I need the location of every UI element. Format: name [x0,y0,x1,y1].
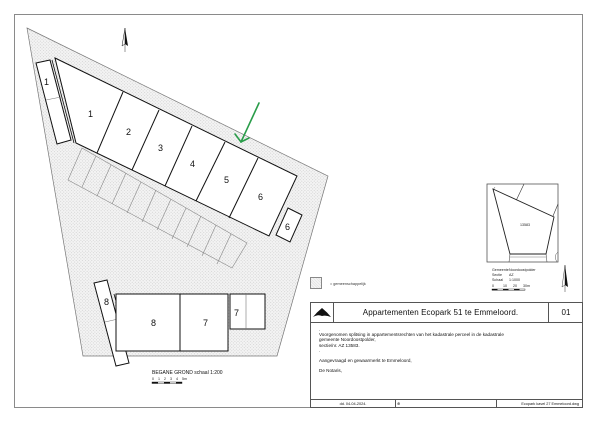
body-line-1: Voorgenomen splitsing in appartementsrec… [319,332,504,338]
legend-swatch [310,277,322,289]
svg-text:0: 0 [492,284,494,288]
drawing-title: Appartementen Ecopark 51 te Emmeloord. [362,308,519,317]
storage-7-label: 7 [234,308,239,318]
svg-text:10: 10 [503,284,507,288]
apartment-6-label: 6 [258,192,263,202]
svg-text:1: 1 [158,377,160,381]
storage-6-label: 6 [285,222,290,232]
svg-text:5m: 5m [182,377,187,381]
body-line-3: sectie/nr. AZ 13583. [319,342,360,348]
apartment-2-label: 2 [126,127,131,137]
svg-text:3: 3 [170,377,172,381]
unit-7-label: 7 [203,318,208,328]
storage-7 [229,293,266,330]
parcel-number: 13583 [520,223,530,227]
svg-text:2: 2 [164,377,166,381]
body-line-2: gemeente Noordoostpolder, [319,337,376,343]
svg-text:30m: 30m [523,284,530,288]
footer-date: dd. 04-04-2024. [311,400,396,408]
apartment-4-label: 4 [190,159,195,169]
footer-symbol-icon: ⊕ [395,400,497,408]
storage-1-label: 1 [44,77,49,87]
legend-text: = gemeenschappelijk [330,282,366,286]
plan-caption: BEGANE GROND schaal 1:200 [152,370,223,376]
title-block: Appartementen Ecopark 51 te Emmeloord. 0… [310,302,583,408]
storage-1 [35,59,75,145]
ground-units [115,293,229,352]
svg-text:Noordoostpolder: Noordoostpolder [509,268,536,272]
svg-text:Gemeente: Gemeente [492,268,509,272]
main-building [54,57,298,237]
svg-text:1:1000: 1:1000 [509,278,520,282]
apartment-3-label: 3 [158,143,163,153]
svg-text:AZ: AZ [509,273,514,277]
svg-text:20: 20 [513,284,517,288]
storage-6 [275,207,303,243]
notary-text: De Notaris, [319,368,342,374]
title-block-header: Appartementen Ecopark 51 te Emmeloord. 0… [311,303,582,323]
cadastral-inset: 13583 Gemeente Noordoostpolder Sectie AZ… [486,183,568,292]
svg-text:0: 0 [152,377,154,381]
approval-text: Aangevraagd en gewaarmerkt te Emmeloord, [319,358,412,364]
company-logo-icon [311,303,334,322]
title-block-body: . Voorgenomen splitsing in appartementsr… [319,327,577,373]
annotation-arrow-icon [234,102,260,144]
unit-8-label: 8 [151,318,156,328]
north-arrow-icon [121,27,128,52]
inset-north-arrow-icon [561,264,568,292]
sheet-number: 01 [548,303,583,322]
parking-stalls [67,147,248,269]
storage-8-label: 8 [104,297,109,307]
apartment-5-label: 5 [224,175,229,185]
svg-text:4: 4 [176,377,178,381]
title-block-footer: dd. 04-04-2024. ⊕ Ecopark kavel 27 Emmel… [311,399,582,408]
svg-text:Sectie: Sectie [492,273,502,277]
plan-scale-bar: 0 1 2 3 4 5m [151,377,187,384]
svg-text:Schaal: Schaal [492,278,503,282]
drawing-sheet-border [14,14,583,408]
footer-filename: Ecopark kavel 27 Emmeloord.dwg [521,402,579,406]
apartment-1-label: 1 [88,109,93,119]
apartment-labels: 1 2 3 4 5 6 [88,109,263,202]
